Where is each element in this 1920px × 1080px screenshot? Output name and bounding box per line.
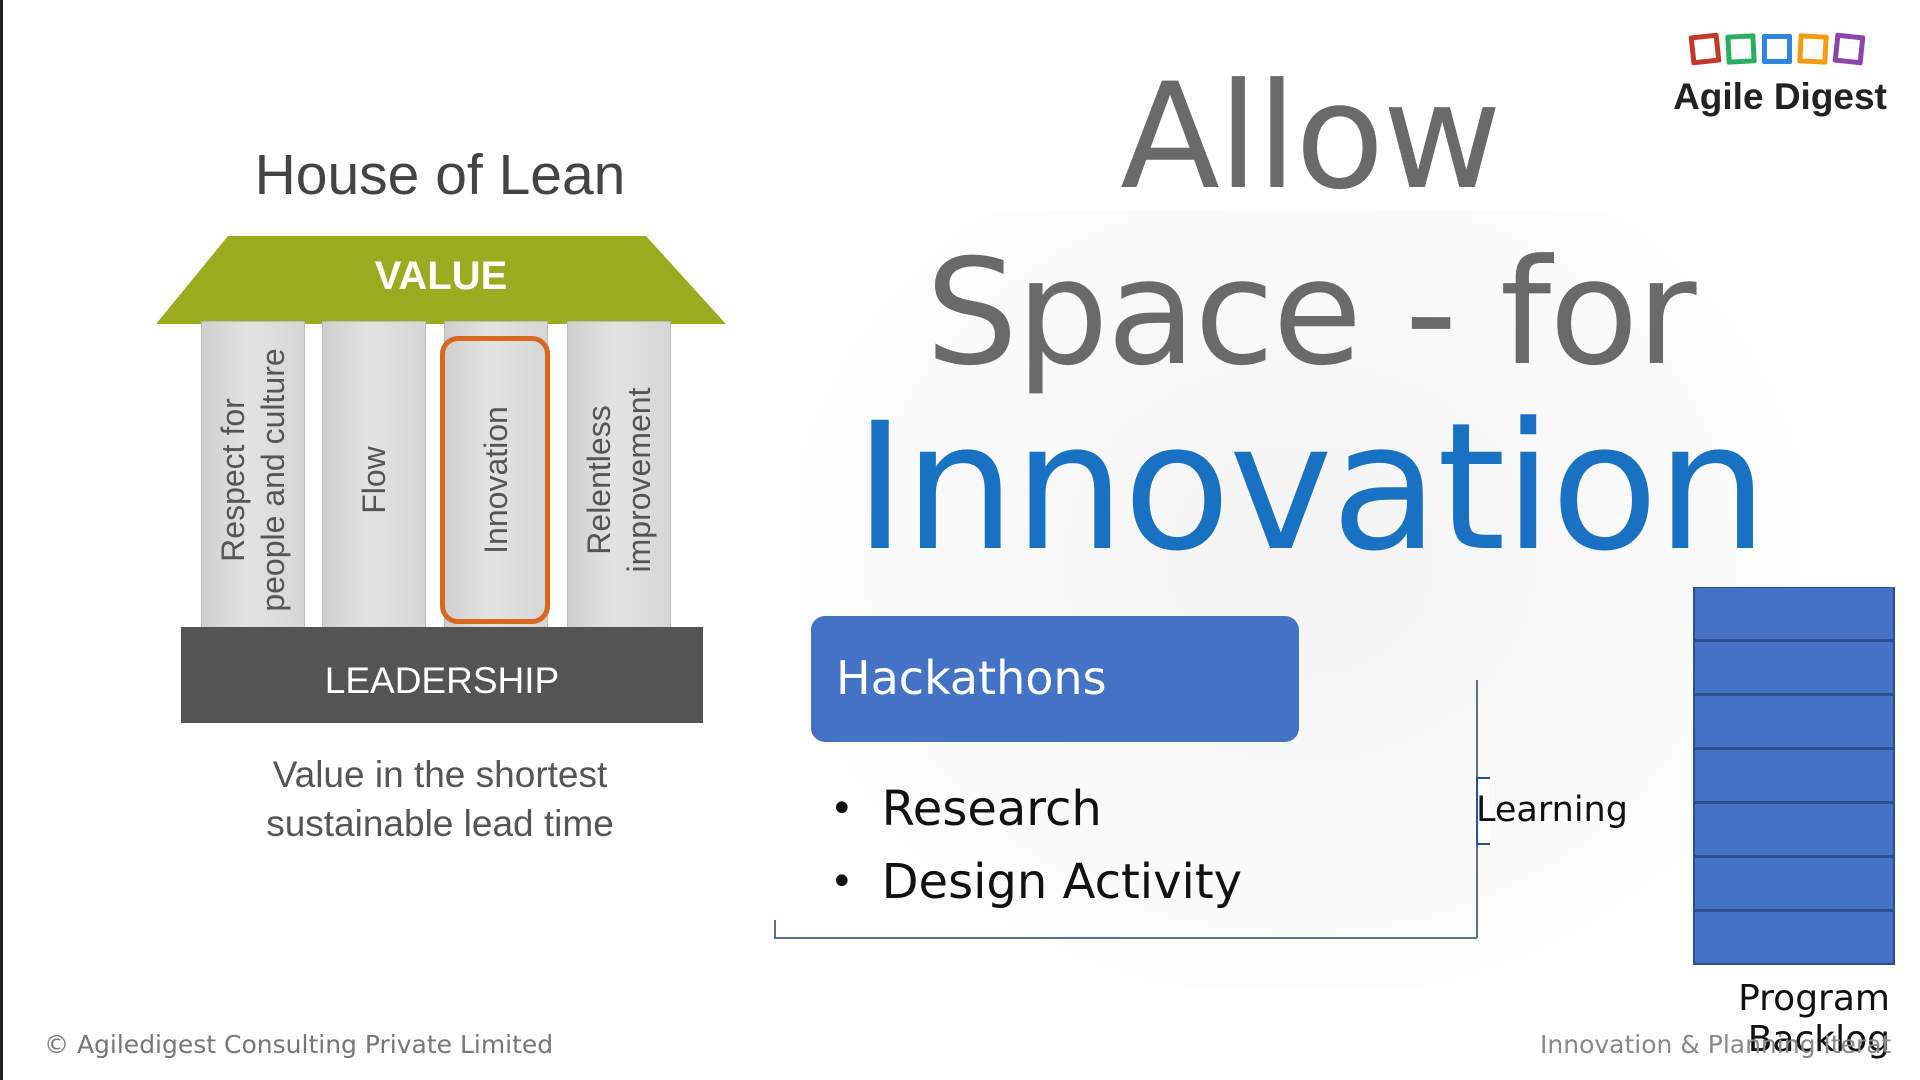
- hackathons-label: Hackathons: [836, 651, 1107, 705]
- pillar-label: Flow: [356, 446, 392, 514]
- pillar-innovation: Innovation: [444, 321, 548, 639]
- list-item: Design Activity: [830, 845, 1243, 918]
- house-title: House of Lean: [254, 143, 626, 207]
- backlog-item: [1693, 749, 1895, 803]
- hackathon-arrow-bracket: [774, 680, 1490, 939]
- program-backlog-stack: [1693, 587, 1895, 965]
- backlog-item: [1693, 587, 1895, 641]
- backlog-item: [1693, 641, 1895, 695]
- pillar-flow: Flow: [322, 321, 426, 639]
- backlog-item: [1693, 911, 1895, 965]
- backlog-item: [1693, 857, 1895, 911]
- pillar-label: improvement: [621, 387, 657, 573]
- headline-line1: Allow: [1120, 52, 1502, 222]
- caption-line: sustainable lead time: [266, 803, 614, 844]
- innovation-highlight: [440, 336, 550, 624]
- backlog-item: [1693, 803, 1895, 857]
- learning-label: Learning: [1476, 790, 1628, 830]
- hackathon-bullet-list: Research Design Activity: [830, 772, 1243, 918]
- house-roof: [156, 236, 726, 324]
- agile-digest-logo-icon: [1688, 32, 1866, 68]
- slide-section-title: Innovation & Planning Iteration: [1540, 1030, 1892, 1059]
- backlog-item: [1693, 695, 1895, 749]
- house-foundation: [181, 627, 703, 723]
- pillar-improvement: Relentless improvement: [567, 321, 671, 639]
- logo-text: Agile Digest: [1673, 76, 1887, 117]
- left-border: [0, 0, 3, 1080]
- caption-line: Value in the shortest: [272, 754, 608, 795]
- copyright-text: © Agiledigest Consulting Private Limited: [44, 1030, 554, 1059]
- hackathons-box: [811, 616, 1299, 742]
- headline-line2: Space - for: [925, 228, 1696, 398]
- pillar-label: Respect for: [215, 398, 251, 562]
- pillar-label: people and culture: [255, 348, 291, 612]
- house-caption: Value in the shortest sustainable lead t…: [150, 750, 730, 848]
- backlog-label: Program Backlog: [1738, 978, 1890, 1060]
- pillar-respect: Respect for people and culture: [201, 321, 305, 639]
- pillar-label: Relentless: [581, 405, 617, 555]
- roof-label: VALUE: [374, 254, 508, 298]
- headline-line3: Innovation: [854, 385, 1768, 590]
- list-item: Research: [830, 772, 1242, 845]
- foundation-label: LEADERSHIP: [324, 660, 560, 701]
